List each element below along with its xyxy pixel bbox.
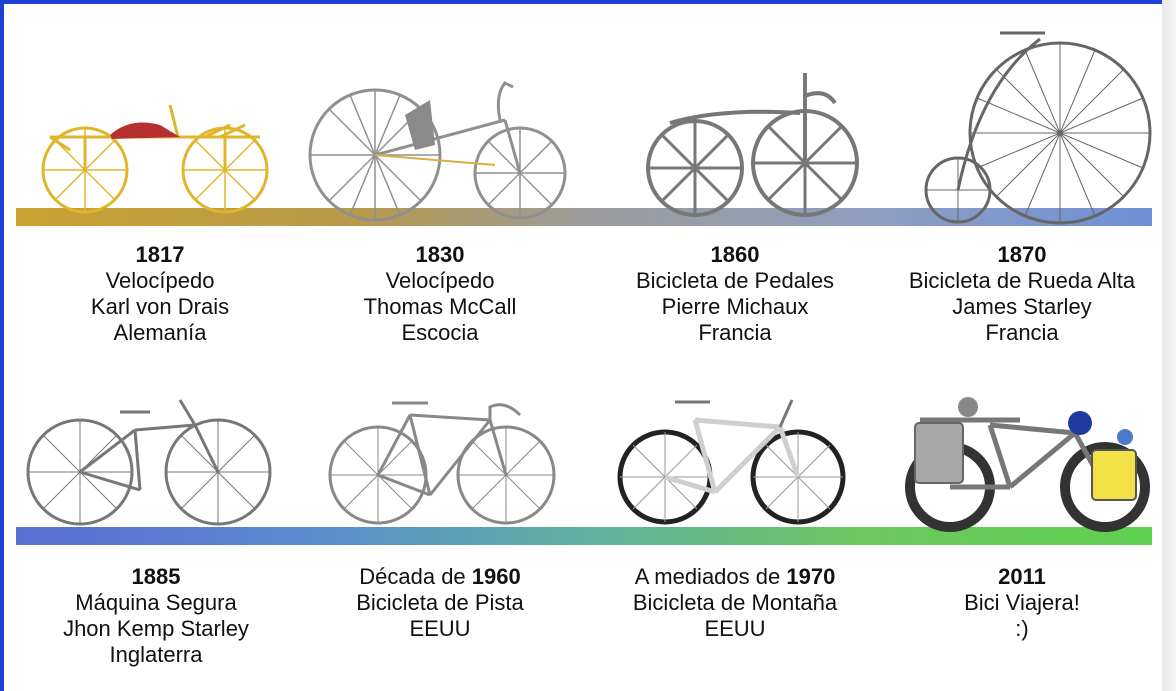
- entry-inventor: Pierre Michaux: [661, 294, 809, 319]
- mountain-bike-icon: [617, 399, 846, 525]
- entry-year: 1830: [415, 242, 465, 267]
- entry-name: Máquina Segura: [75, 590, 237, 615]
- right-edge: [1162, 0, 1176, 691]
- entry-year: 1817: [135, 242, 185, 267]
- entry-year: 1860: [710, 242, 760, 267]
- entry-year: 1885: [131, 564, 181, 589]
- entry-name: Bicicleta de Montaña: [632, 590, 838, 615]
- entry-caption-1970: A mediados de 1970 Bicicleta de Montaña …: [595, 564, 875, 642]
- entry-name: Bicicleta de Pista: [356, 590, 524, 615]
- entry-year: 1970: [786, 564, 836, 589]
- entry-country: Inglaterra: [109, 642, 203, 667]
- entry-year: 1960: [471, 564, 521, 589]
- track-bike-icon: [328, 401, 556, 525]
- entry-country: Francia: [985, 320, 1059, 345]
- timeline-top: [16, 208, 1152, 226]
- entry-prefix: Década de: [359, 564, 472, 589]
- entry-name: Velocípedo: [385, 268, 495, 293]
- entry-name: Velocípedo: [105, 268, 215, 293]
- entry-date-line: A mediados de 1970: [595, 564, 875, 590]
- entry-caption-1830: 1830 Velocípedo Thomas McCall Escocia: [300, 242, 580, 346]
- entry-year: 1870: [997, 242, 1047, 267]
- draisine-bike-icon: [41, 104, 269, 214]
- entry-country: EEUU: [409, 616, 471, 641]
- penny-farthing-icon: [924, 31, 1152, 225]
- entry-inventor: James Starley: [952, 294, 1092, 319]
- entry-name: Bicicleta de Rueda Alta: [908, 268, 1136, 293]
- entry-caption-1870: 1870 Bicicleta de Rueda Alta James Starl…: [882, 242, 1162, 346]
- timeline-bottom: [16, 527, 1152, 545]
- entry-name: Bicicleta de Pedales: [635, 268, 835, 293]
- entry-prefix: A mediados de: [634, 564, 787, 589]
- entry-country: EEUU: [704, 616, 766, 641]
- entry-inventor: Karl von Drais: [90, 294, 230, 319]
- entry-inventor: Thomas McCall: [363, 294, 517, 319]
- entry-inventor: Jhon Kemp Starley: [63, 616, 249, 641]
- boneshaker-bike-icon: [646, 73, 859, 217]
- touring-bike-icon: [905, 397, 1150, 532]
- entry-caption-1960: Década de 1960 Bicicleta de Pista EEUU: [300, 564, 580, 642]
- entry-country: Alemanía: [113, 320, 207, 345]
- entry-year: 2011: [998, 564, 1046, 589]
- entry-caption-2011: 2011 Bici Viajera! :): [882, 564, 1162, 642]
- entry-country: :): [1015, 616, 1029, 641]
- entry-country: Francia: [698, 320, 772, 345]
- entry-name: Bici Viajera!: [964, 590, 1080, 615]
- safety-bike-icon: [26, 399, 272, 526]
- entry-caption-1817: 1817 Velocípedo Karl von Drais Alemanía: [20, 242, 300, 346]
- entry-date-line: Década de 1960: [300, 564, 580, 590]
- entry-caption-1885: 1885 Máquina Segura Jhon Kemp Starley In…: [16, 564, 296, 668]
- mccall-velocipede-icon: [308, 81, 567, 222]
- entry-caption-1860: 1860 Bicicleta de Pedales Pierre Michaux…: [595, 242, 875, 346]
- entry-country: Escocia: [401, 320, 479, 345]
